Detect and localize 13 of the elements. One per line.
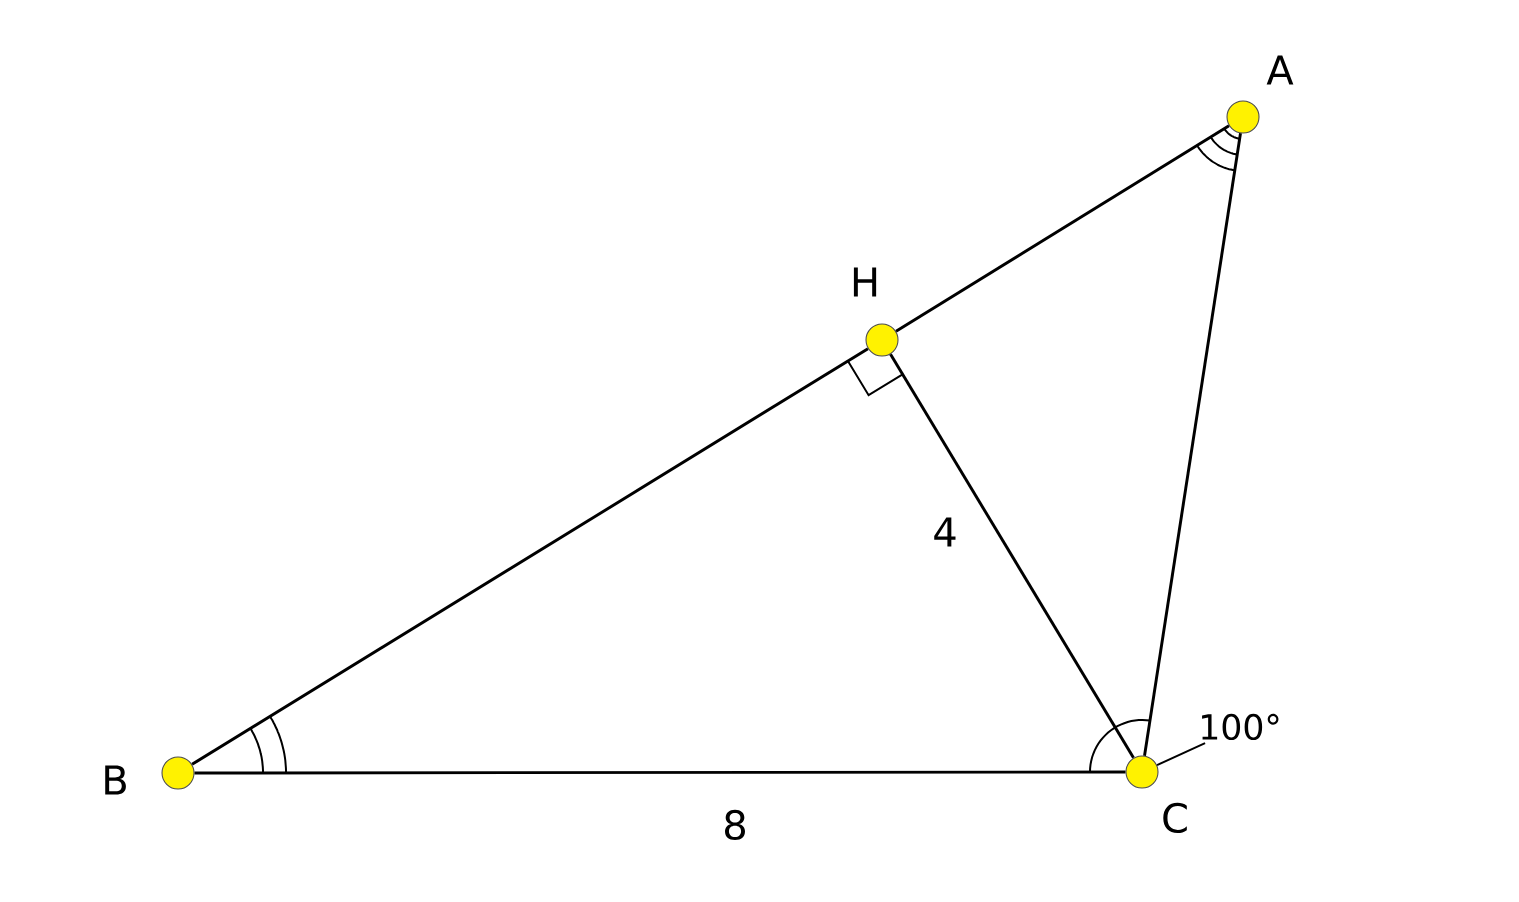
line-segment [895, 124, 1230, 333]
length-label: 4 [934, 517, 956, 547]
point-label: C [1163, 802, 1187, 834]
leader-line [1156, 742, 1207, 767]
point-label: A [1266, 55, 1294, 85]
angle-label: 100° [1202, 713, 1279, 741]
line-segment [191, 347, 869, 766]
length-label: 8 [725, 809, 745, 841]
line-segment [889, 353, 1135, 759]
point-label: B [105, 765, 126, 795]
line-segment [194, 770, 1126, 775]
point-label: H [853, 267, 877, 297]
line-segment [1143, 133, 1242, 756]
